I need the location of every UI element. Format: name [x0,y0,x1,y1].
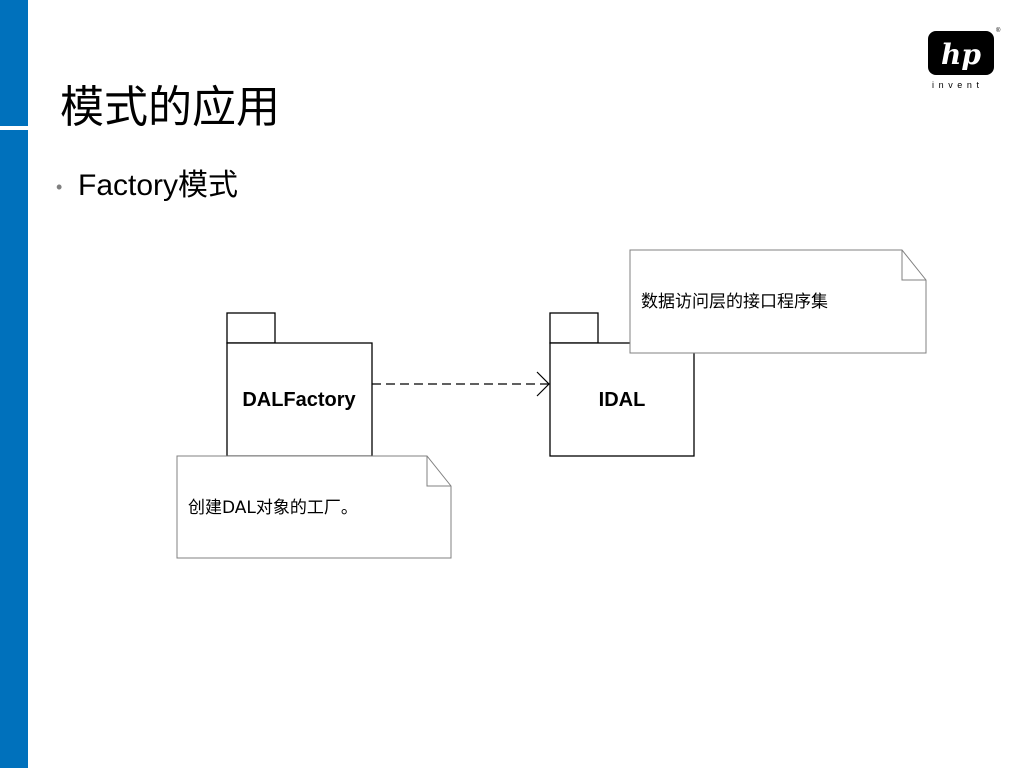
registered-mark: ® [996,28,1001,34]
hp-logo-tagline: invent [932,80,984,90]
package-dalfactory: DALFactory [226,312,373,457]
package-name-idal: IDAL [599,389,646,411]
hp-logo-mark: hp [941,38,981,71]
package-tab [549,312,599,344]
bullet-dot: • [56,177,63,198]
hp-logo: hp [928,31,994,75]
package-idal: IDAL [549,312,695,457]
bullet-text: Factory模式 [78,169,239,202]
note-shape [629,249,927,354]
arrow-head-icon [536,371,550,397]
package-body [226,342,373,457]
note-text-idal: 数据访问层的接口程序集 [641,292,828,312]
slide-title: 模式的应用 [60,82,280,133]
hp-logo-badge [928,31,994,75]
package-name-dalfactory: DALFactory [242,389,356,411]
note-dalfactory: 创建DAL对象的工厂。 [176,455,452,559]
package-tab [226,312,276,344]
note-fold-icon [901,250,926,281]
package-body [549,342,695,457]
title-rule [0,126,52,130]
note-shape [176,455,452,559]
bullet-item: • Factory模式 [56,166,238,207]
dependency-arrow [372,371,550,397]
note-fold-icon [426,456,451,487]
note-idal: 数据访问层的接口程序集 [629,249,927,354]
note-text-dalfactory: 创建DAL对象的工厂。 [188,498,358,518]
